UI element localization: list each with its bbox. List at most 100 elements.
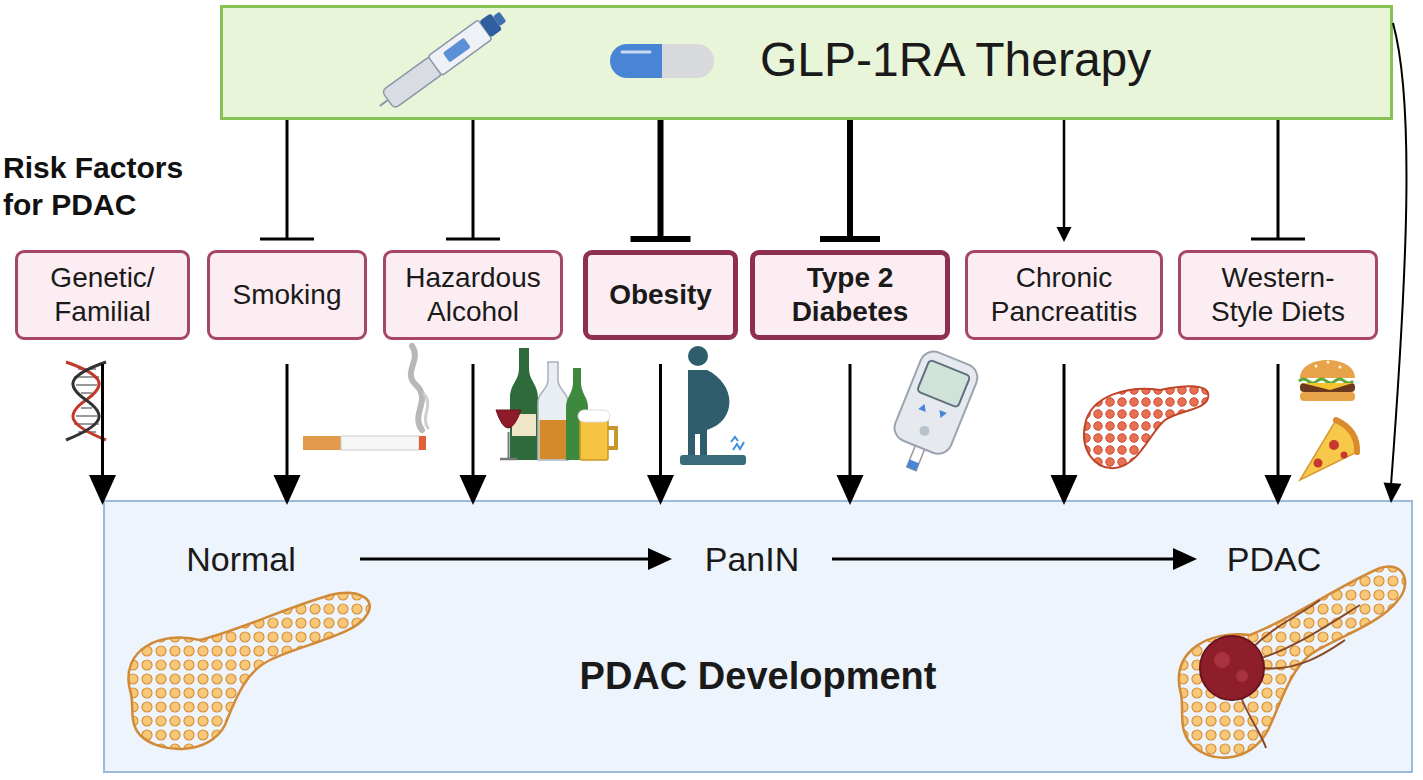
line-shape: [74, 423, 99, 425]
path-shape: [610, 44, 662, 78]
rect-shape: [907, 460, 919, 471]
development-panel: PDAC Development Normal PanIN PDAC: [103, 500, 1413, 773]
rect-shape: [580, 418, 608, 460]
glucometer-icon: [882, 347, 982, 479]
obesity-icon: [680, 346, 746, 465]
inhibit-bar: [820, 236, 880, 242]
arrow-head: [460, 475, 487, 505]
line-shape: [508, 432, 510, 458]
node-text: PanIN: [705, 540, 800, 579]
path-shape: [424, 394, 428, 428]
rect-shape: [382, 56, 443, 109]
arrow-head: [647, 475, 674, 505]
connector-line: [1277, 120, 1280, 239]
alcohol-icon: [496, 348, 616, 460]
tumor-pancreas: [1179, 566, 1405, 757]
stage-label: PanIN: [672, 537, 832, 581]
connector-line: [1063, 364, 1066, 481]
path-shape: [622, 51, 650, 54]
path-shape: [688, 370, 730, 456]
circle-shape: [1341, 452, 1348, 459]
arrow-head: [1173, 548, 1197, 570]
circle-shape: [1200, 636, 1264, 700]
path-shape: [1302, 383, 1353, 390]
circle-shape: [1329, 440, 1339, 450]
connector-line: [286, 120, 289, 239]
connector-line: [1277, 364, 1280, 481]
rect-shape: [680, 455, 746, 465]
fast-food-icon: [1299, 360, 1357, 480]
arrow-head: [1051, 475, 1078, 505]
rect-shape: [907, 441, 927, 471]
connector-line: [472, 364, 475, 481]
g-shape: [74, 369, 99, 432]
inhibit-bar: [260, 238, 314, 241]
risk-factor-box: Smoking: [207, 250, 367, 340]
path-shape: [128, 593, 369, 749]
normal-pancreas: [128, 593, 369, 749]
line-shape: [500, 458, 517, 461]
node-text: Normal: [186, 540, 296, 579]
path-shape: [1084, 386, 1208, 468]
arrow-head: [648, 548, 672, 570]
line-shape: [78, 431, 96, 433]
edge-connector: [647, 364, 674, 505]
arrow-head: [89, 475, 116, 505]
connector-line: [659, 364, 662, 481]
circle-shape: [1339, 366, 1342, 369]
cigarette-icon: [303, 346, 428, 450]
edge-connector: [1384, 23, 1407, 503]
node-text: GLP-1RA Therapy: [760, 32, 1151, 87]
node-text: Hazardous Alcohol: [391, 261, 555, 328]
rect-shape: [890, 347, 981, 458]
edge-connector: [446, 120, 500, 239]
rect-shape: [1300, 383, 1355, 392]
path-shape: [510, 348, 538, 460]
risk-factor-box: Hazardous Alcohol: [383, 250, 563, 340]
node-text: PDAC Development: [105, 655, 1411, 698]
connector-line: [1391, 23, 1406, 485]
line-shape: [74, 376, 99, 378]
path-shape: [731, 437, 738, 442]
stage-label: PDAC: [1197, 537, 1351, 581]
path-shape: [1299, 379, 1353, 383]
path-shape: [733, 442, 744, 450]
line-shape: [78, 368, 96, 370]
node-text: Genetic/ Familial: [23, 261, 182, 328]
edge-connector: [631, 120, 691, 239]
node-text: Smoking: [233, 278, 342, 312]
edge-connector: [360, 548, 672, 570]
node-text: Western-Style Diets: [1198, 261, 1358, 328]
edge-connector: [460, 364, 487, 505]
path-shape: [1240, 600, 1360, 748]
circle-shape: [1327, 361, 1330, 364]
connector-line: [1063, 120, 1066, 230]
edge-connector: [260, 120, 314, 239]
path-shape: [662, 44, 714, 78]
therapy-box: GLP-1RA Therapy: [220, 5, 1393, 120]
circle-shape: [688, 346, 708, 366]
path-shape: [937, 410, 947, 419]
connector-line: [286, 364, 289, 481]
connector-line: [849, 364, 852, 481]
arrow-head: [837, 475, 864, 505]
inhibit-bar: [1251, 238, 1305, 241]
path-shape: [1179, 566, 1405, 757]
rect-shape: [578, 410, 610, 422]
path-shape: [66, 362, 106, 440]
inflamed-pancreas-icon: [1084, 386, 1208, 468]
path-shape: [918, 403, 928, 412]
line-shape: [76, 415, 97, 417]
rect-shape: [443, 38, 471, 63]
path-shape: [566, 368, 588, 460]
edge-connector: [832, 548, 1197, 570]
connector-line: [847, 120, 853, 239]
risk-factor-box: Type 2 Diabetes: [750, 250, 950, 340]
path-shape: [538, 362, 568, 460]
circle-shape: [1214, 652, 1230, 668]
dna-icon: [66, 362, 106, 440]
risk-factor-box: Genetic/ Familial: [15, 250, 190, 340]
connector-line: [101, 364, 104, 481]
